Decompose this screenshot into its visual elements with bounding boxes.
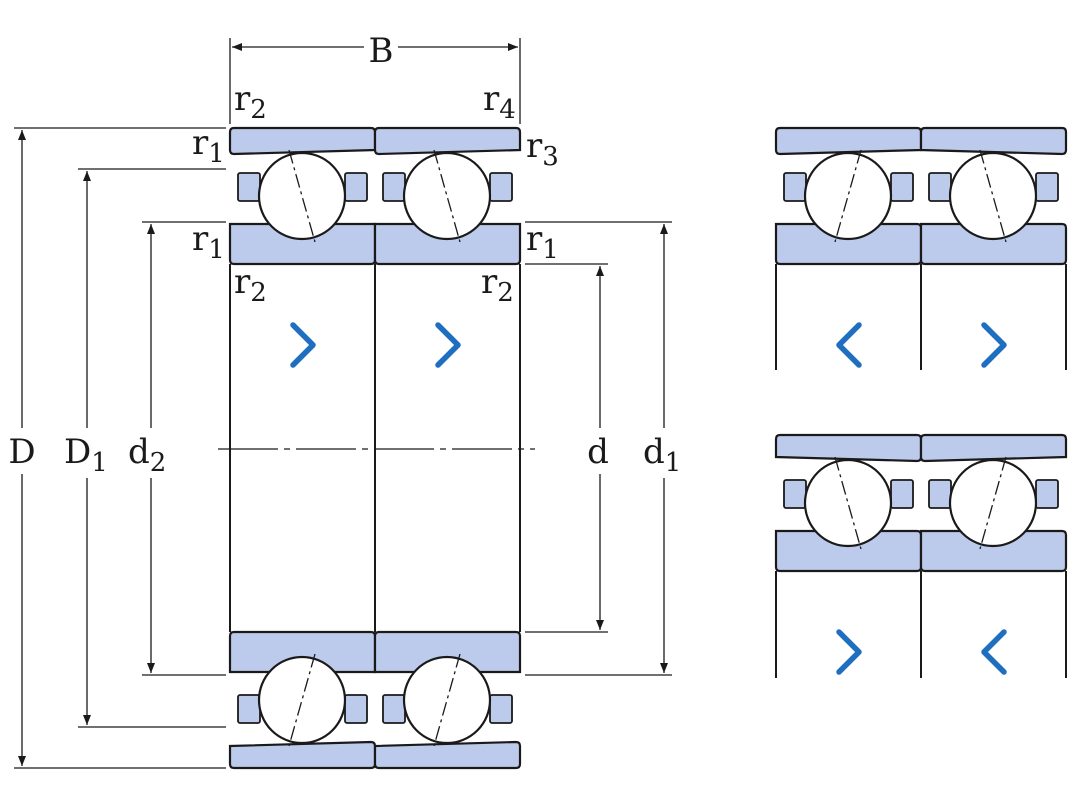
- dimension-labels: B r2 r4 r1 r3 r1 r1 r2 r2 D D1 d2 d d1: [8, 31, 681, 478]
- section-bottom-left: [228, 630, 377, 770]
- label-d2: d2: [128, 432, 166, 478]
- section-top-right: [373, 126, 522, 266]
- chevron-left-icon: [839, 325, 859, 365]
- section-top-left: [228, 126, 377, 266]
- label-r2-bottom-left: r2: [234, 262, 267, 308]
- chevron-left-icon: [984, 632, 1004, 672]
- back-to-back-arrangement: [774, 126, 1068, 370]
- main-bearing: [218, 126, 535, 770]
- label-r1-right: r1: [526, 219, 559, 265]
- section-variant1-right: [919, 126, 1068, 266]
- chevron-right-icon: [293, 325, 313, 365]
- section-variant2-right: [919, 433, 1068, 573]
- label-r2-top-left: r2: [234, 79, 267, 125]
- label-D1: D1: [64, 432, 108, 478]
- label-d1: d1: [643, 432, 681, 478]
- label-r1-left: r1: [192, 219, 225, 265]
- chevron-right-icon: [438, 325, 458, 365]
- face-to-face-arrangement: [774, 433, 1068, 678]
- chevron-right-icon: [839, 632, 859, 672]
- label-B: B: [369, 31, 394, 71]
- section-variant1-left: [774, 126, 923, 266]
- dimension-lines: [14, 38, 672, 769]
- label-r2-bottom-right: r2: [481, 262, 514, 308]
- chevron-right-icon: [984, 325, 1004, 365]
- label-r3: r3: [526, 126, 559, 172]
- label-D: D: [8, 432, 35, 472]
- label-d: d: [587, 432, 609, 472]
- section-variant2-left: [774, 433, 923, 573]
- section-bottom-right: [373, 630, 522, 770]
- label-r4: r4: [483, 79, 516, 125]
- label-r1-top: r1: [192, 123, 225, 169]
